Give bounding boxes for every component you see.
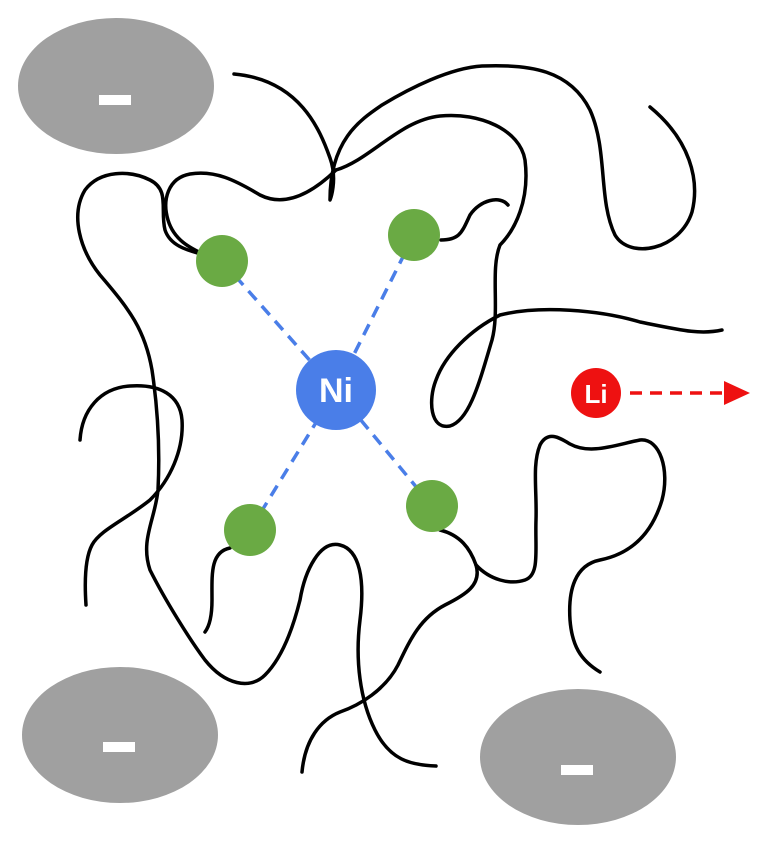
coordinating-site bbox=[224, 504, 276, 556]
polymer-chain bbox=[474, 434, 667, 674]
anion-bottom-right bbox=[480, 689, 676, 825]
ni-ion: Ni bbox=[296, 350, 376, 430]
polymer-chain bbox=[334, 113, 724, 428]
polymer-chain bbox=[203, 546, 232, 634]
polymer-chain bbox=[439, 198, 510, 242]
polymer-chains bbox=[76, 63, 724, 774]
ni-label: Ni bbox=[319, 372, 353, 410]
anion-bottom-left bbox=[22, 667, 218, 803]
polymer-chain bbox=[300, 528, 479, 774]
li-ion: Li bbox=[571, 368, 621, 418]
polymer-chain bbox=[78, 384, 184, 607]
polymer-chain bbox=[232, 63, 697, 251]
minus-sign-icon bbox=[103, 742, 135, 752]
li-migration-arrow bbox=[630, 381, 750, 405]
coordinating-site bbox=[388, 209, 440, 261]
polymer-chain bbox=[76, 171, 438, 768]
minus-sign-icon bbox=[99, 95, 131, 105]
li-label: Li bbox=[584, 379, 607, 409]
coordinating-site bbox=[196, 235, 248, 287]
polymer-chain bbox=[164, 168, 338, 257]
coordinating-site bbox=[406, 480, 458, 532]
minus-sign-icon bbox=[561, 765, 593, 775]
arrow-head-icon bbox=[724, 381, 750, 405]
anion-top-left bbox=[18, 18, 214, 154]
coordination-bond bbox=[248, 389, 338, 531]
